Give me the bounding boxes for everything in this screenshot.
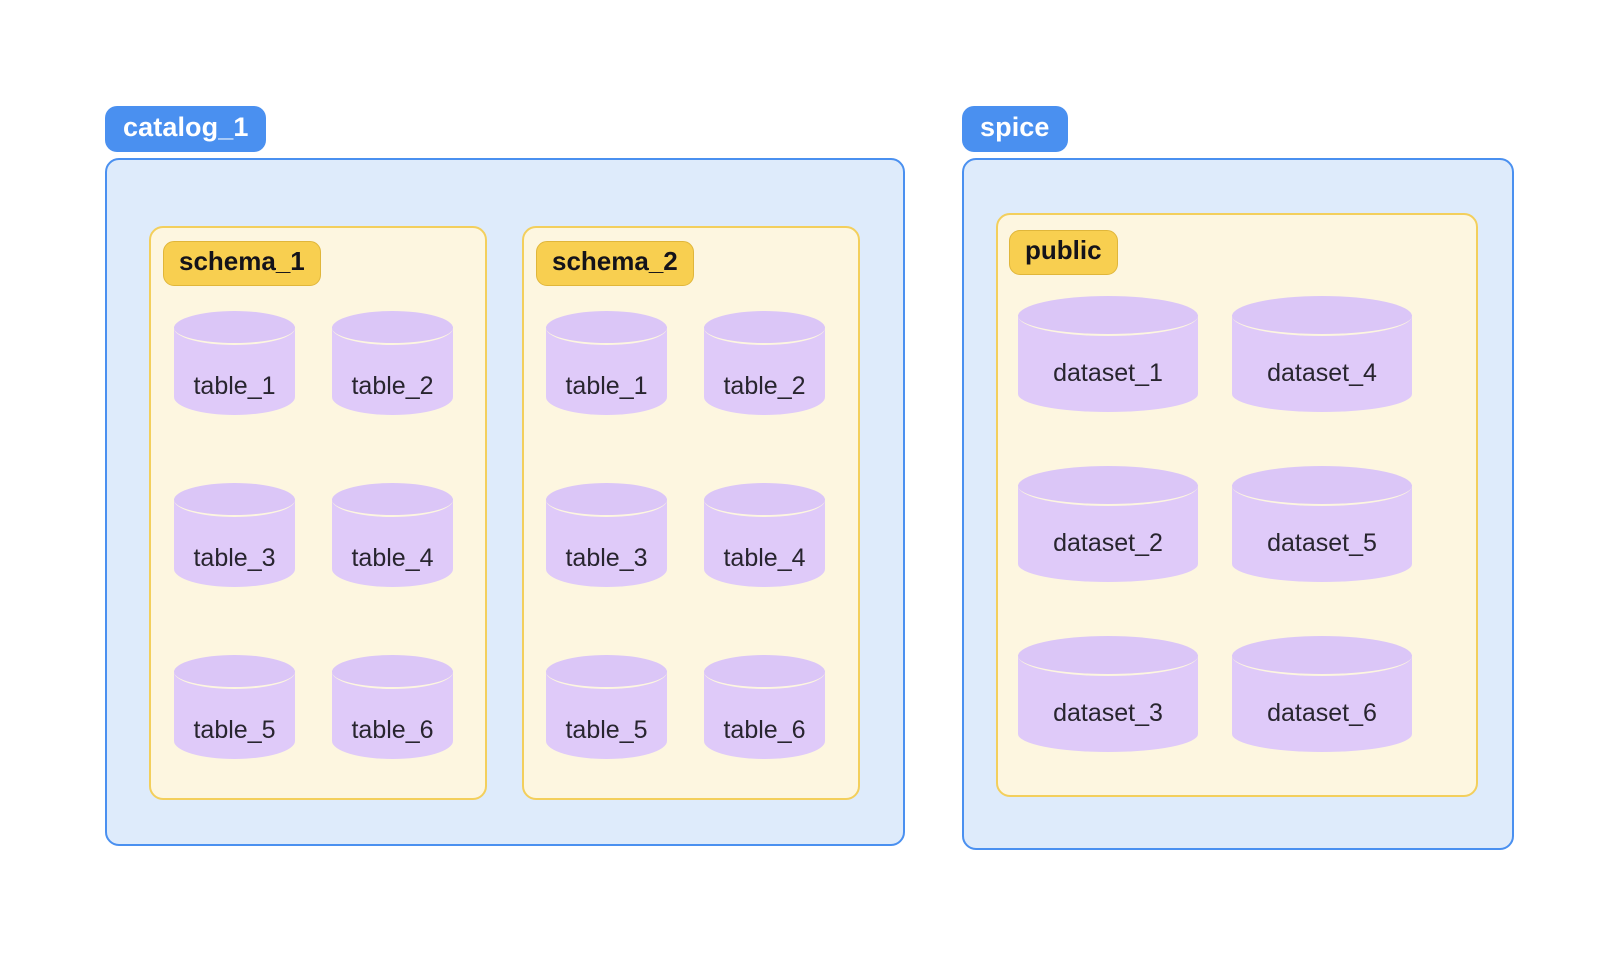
database-label: table_4 [723,544,806,572]
database-cylinder[interactable]: table_2 [332,311,453,415]
database-cylinder[interactable]: table_1 [174,311,295,415]
schema-badge-schema_1[interactable]: schema_1 [163,241,321,286]
database-cylinder[interactable]: dataset_4 [1232,296,1412,412]
database-cylinder[interactable]: table_4 [332,483,453,587]
cylinder-top-ellipse [1232,296,1412,336]
cylinder-top-ellipse [546,655,667,689]
database-label: table_1 [193,372,276,400]
database-cylinder[interactable]: dataset_5 [1232,466,1412,582]
cylinder-top-ellipse [332,655,453,689]
cylinder-top-ellipse [546,311,667,345]
cylinder-top-ellipse [704,311,825,345]
database-label: table_4 [351,544,434,572]
schema-badge-schema_2[interactable]: schema_2 [536,241,694,286]
database-cylinder[interactable]: dataset_1 [1018,296,1198,412]
database-cylinder[interactable]: table_1 [546,311,667,415]
database-label: dataset_1 [1053,359,1163,387]
cylinder-top-ellipse [704,655,825,689]
database-label: table_6 [723,716,806,744]
catalog-badge-catalog_1[interactable]: catalog_1 [105,106,267,153]
database-label: dataset_6 [1267,699,1377,727]
database-label: dataset_4 [1267,359,1377,387]
database-label: table_2 [723,372,806,400]
schema-badge-public[interactable]: public [1009,230,1118,275]
database-cylinder[interactable]: table_4 [704,483,825,587]
database-cylinder[interactable]: dataset_6 [1232,636,1412,752]
cylinder-top-ellipse [1018,296,1198,336]
database-label: table_2 [351,372,434,400]
database-cylinder[interactable]: table_6 [704,655,825,759]
database-cylinder[interactable]: table_5 [546,655,667,759]
database-cylinder[interactable]: table_3 [546,483,667,587]
database-cylinder[interactable]: table_3 [174,483,295,587]
database-cylinder[interactable]: dataset_2 [1018,466,1198,582]
database-label: dataset_2 [1053,529,1163,557]
cylinder-top-ellipse [1018,636,1198,676]
cylinder-top-ellipse [704,483,825,517]
database-cylinder[interactable]: dataset_3 [1018,636,1198,752]
cylinder-top-ellipse [546,483,667,517]
database-label: table_3 [193,544,276,572]
cylinder-top-ellipse [332,483,453,517]
database-cylinder[interactable]: table_6 [332,655,453,759]
cylinder-top-ellipse [1018,466,1198,506]
cylinder-top-ellipse [1232,466,1412,506]
database-label: table_1 [565,372,648,400]
database-label: table_6 [351,716,434,744]
cylinder-top-ellipse [1232,636,1412,676]
database-cylinder[interactable]: table_2 [704,311,825,415]
cylinder-top-ellipse [174,311,295,345]
cylinder-top-ellipse [174,655,295,689]
database-label: table_3 [565,544,648,572]
database-label: dataset_5 [1267,529,1377,557]
catalog-badge-spice[interactable]: spice [962,106,1068,153]
database-label: table_5 [193,716,276,744]
database-label: table_5 [565,716,648,744]
database-label: dataset_3 [1053,699,1163,727]
cylinder-top-ellipse [174,483,295,517]
cylinder-top-ellipse [332,311,453,345]
database-cylinder[interactable]: table_5 [174,655,295,759]
